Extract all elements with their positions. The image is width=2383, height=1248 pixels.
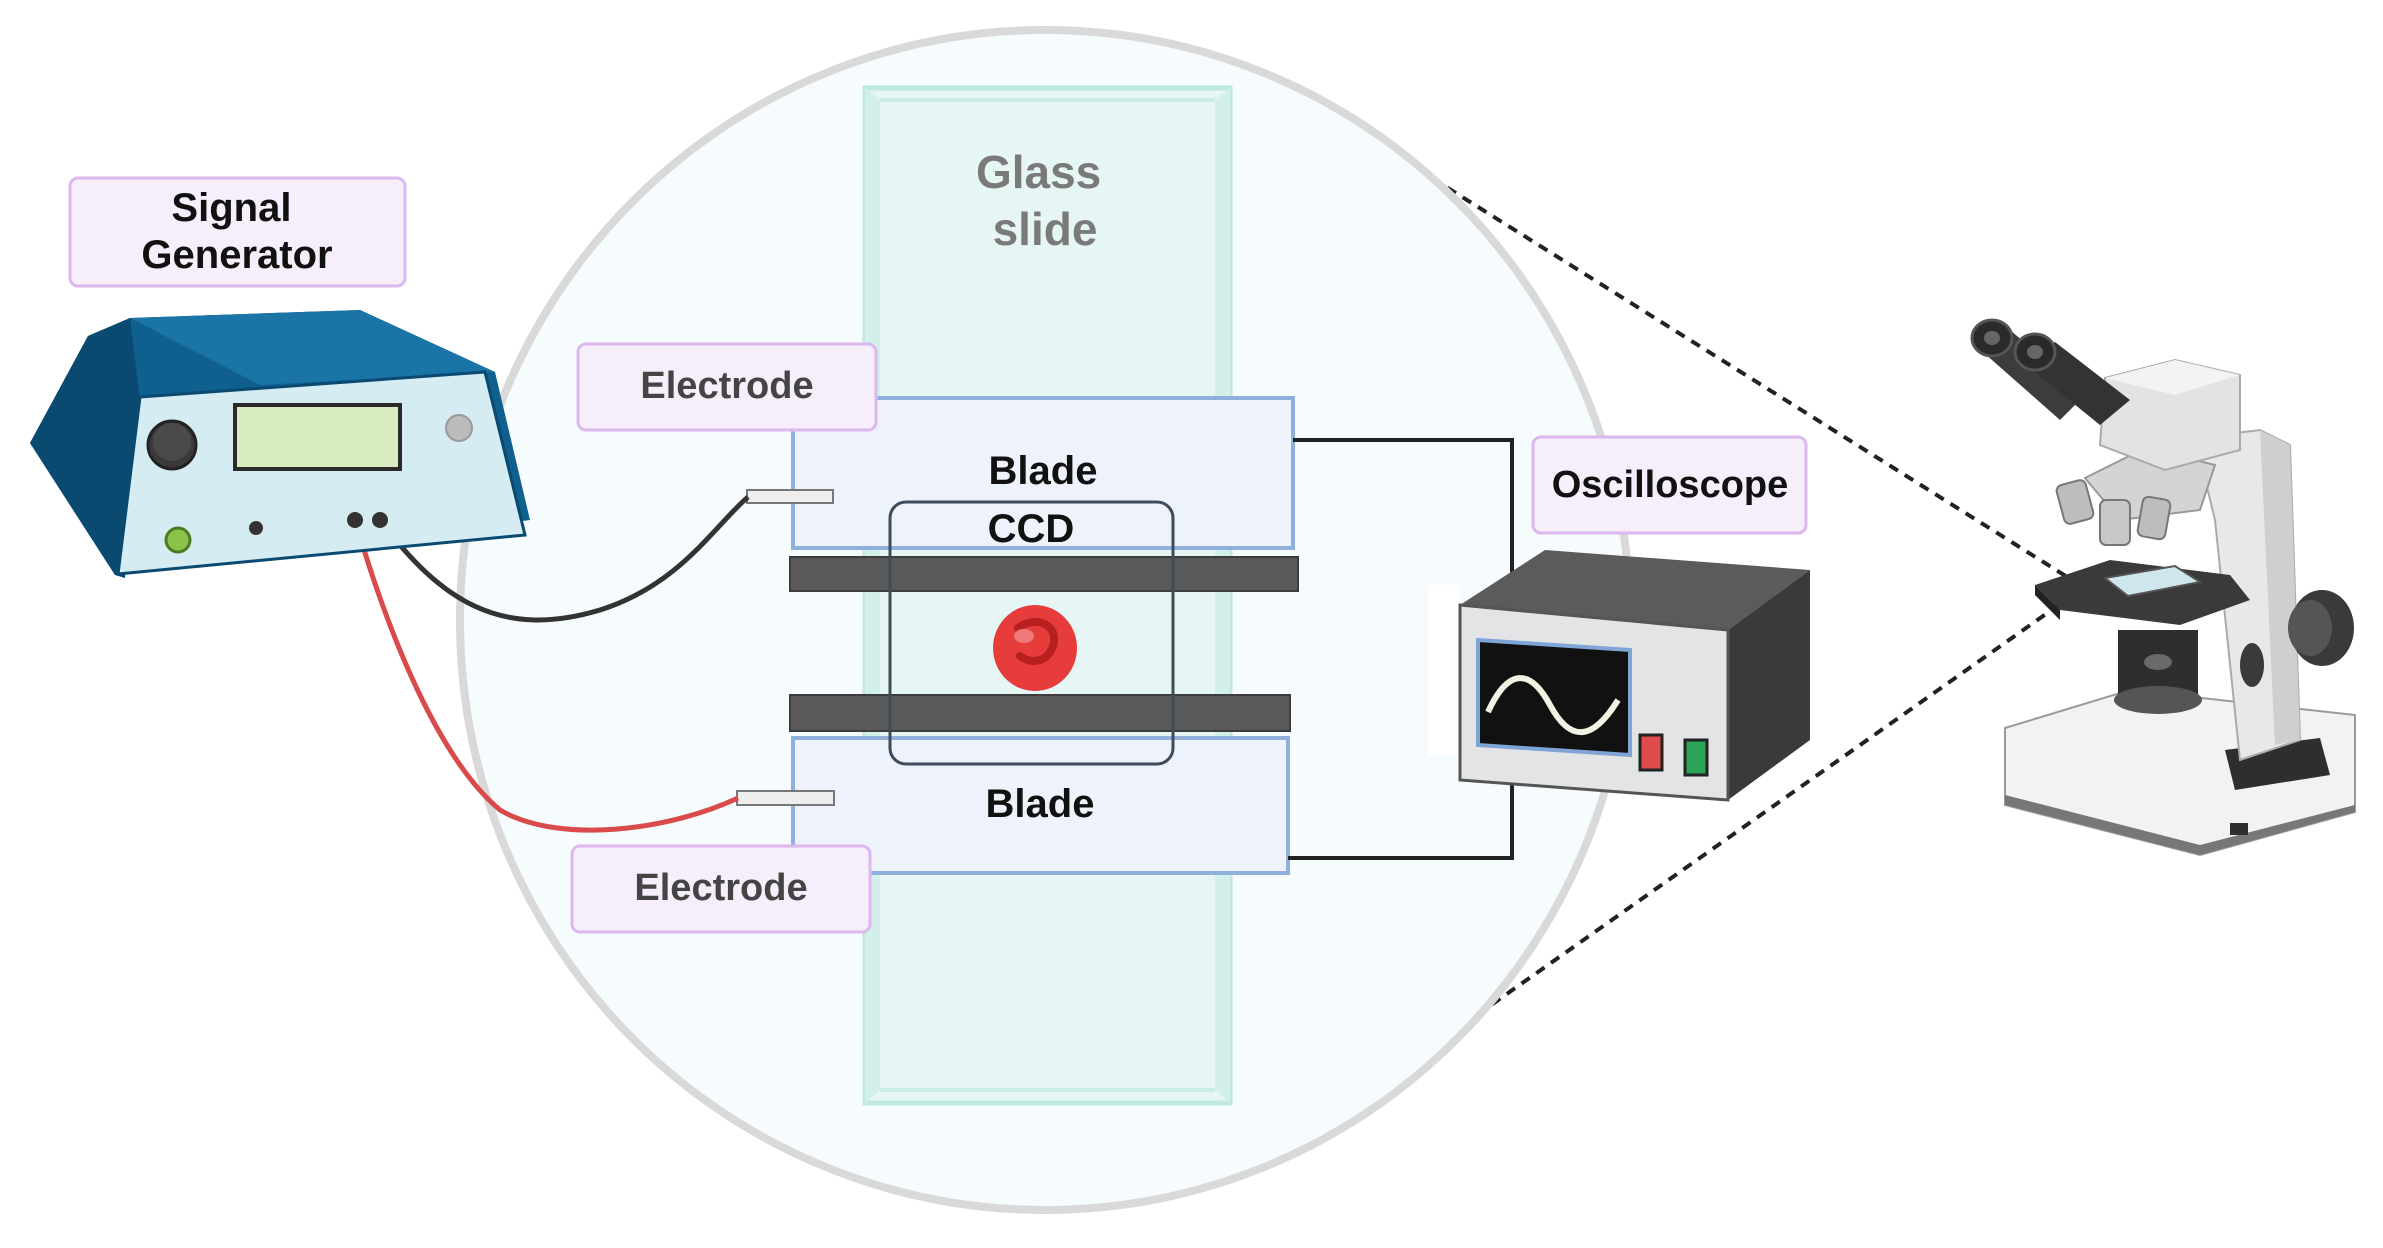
svg-text:Oscilloscope: Oscilloscope: [1552, 464, 1789, 506]
blade-top-label: Blade: [989, 449, 1098, 493]
electrode-bottom-label: Electrode: [570, 844, 872, 934]
signal-generator-icon: [30, 310, 530, 578]
electrode-tab-bottom: [736, 790, 835, 806]
microscope-icon: [1970, 318, 2356, 857]
svg-text:Electrode: Electrode: [640, 365, 813, 407]
oscilloscope-label: Oscilloscope: [1531, 435, 1808, 535]
red-blood-cell-icon: [993, 605, 1077, 691]
glass-slide-icon: [862, 85, 1233, 1106]
svg-text:Signal Generator: Signal Generator: [141, 186, 332, 277]
electrode-top-label: Electrode: [576, 342, 878, 432]
plate-top: [789, 556, 1299, 592]
ccd-frame: [888, 500, 1175, 766]
electrode-tab-top: [746, 489, 834, 504]
signal-generator-label: Signal Generator: [68, 176, 407, 288]
glass-slide-label: Glass slide: [976, 146, 1114, 255]
oscilloscope-icon: [1428, 550, 1810, 802]
red-wire: [352, 519, 740, 833]
plate-bottom: [789, 694, 1291, 732]
black-wire: [378, 495, 750, 623]
blade-top: [791, 396, 1295, 550]
ccd-label: CCD: [988, 507, 1075, 551]
blade-bottom: [791, 736, 1290, 875]
blade-bottom-label: Blade: [986, 782, 1095, 826]
svg-text:Electrode: Electrode: [634, 867, 807, 909]
